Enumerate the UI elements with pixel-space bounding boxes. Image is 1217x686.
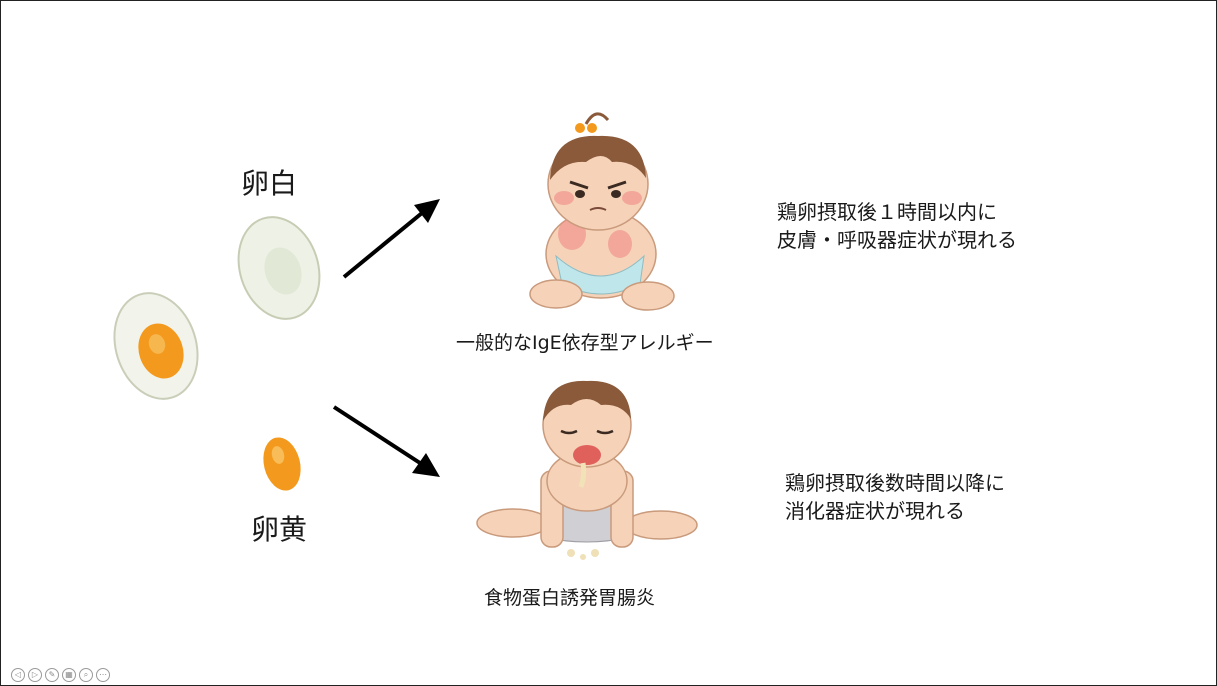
whole-egg-illustration xyxy=(113,292,199,400)
previous-slide-button[interactable]: ◁ xyxy=(11,668,25,682)
baby-allergy-illustration xyxy=(529,112,675,311)
slides-grid-icon: ▦ xyxy=(65,670,73,679)
more-options-button[interactable]: ⋯ xyxy=(96,668,110,682)
egg-yolk-illustration xyxy=(263,437,301,491)
arrow-to-fpies xyxy=(332,405,440,477)
pen-tool-button[interactable]: ✎ xyxy=(45,668,59,682)
zoom-icon: ⌕ xyxy=(83,670,89,679)
caption-ige-allergy: 一般的なIgE依存型アレルギー xyxy=(456,332,714,354)
baby-vomiting-illustration xyxy=(476,380,698,560)
desc-fpies-line2: 消化器症状が現れる xyxy=(785,499,965,523)
arrow-to-ige-allergy xyxy=(342,199,440,279)
more-icon: ⋯ xyxy=(99,670,107,679)
pen-icon: ✎ xyxy=(48,670,56,679)
zoom-button[interactable]: ⌕ xyxy=(79,668,93,682)
desc-fpies-line1: 鶏卵摂取後数時間以降に xyxy=(785,471,1005,495)
caption-fpies: 食物蛋白誘発胃腸炎 xyxy=(484,587,656,609)
desc-ige-line1: 鶏卵摂取後１時間以内に xyxy=(777,200,997,224)
presenter-toolbar: ◁ ▷ ✎ ▦ ⌕ ⋯ xyxy=(11,668,110,682)
next-slide-button[interactable]: ▷ xyxy=(28,668,42,682)
egg-white-illustration xyxy=(237,216,321,320)
label-egg-white: 卵白 xyxy=(241,167,298,200)
next-icon: ▷ xyxy=(31,670,39,679)
desc-ige-line2: 皮膚・呼吸器症状が現れる xyxy=(777,228,1017,252)
see-all-slides-button[interactable]: ▦ xyxy=(62,668,76,682)
previous-icon: ◁ xyxy=(14,670,22,679)
label-egg-yolk: 卵黄 xyxy=(251,513,308,546)
